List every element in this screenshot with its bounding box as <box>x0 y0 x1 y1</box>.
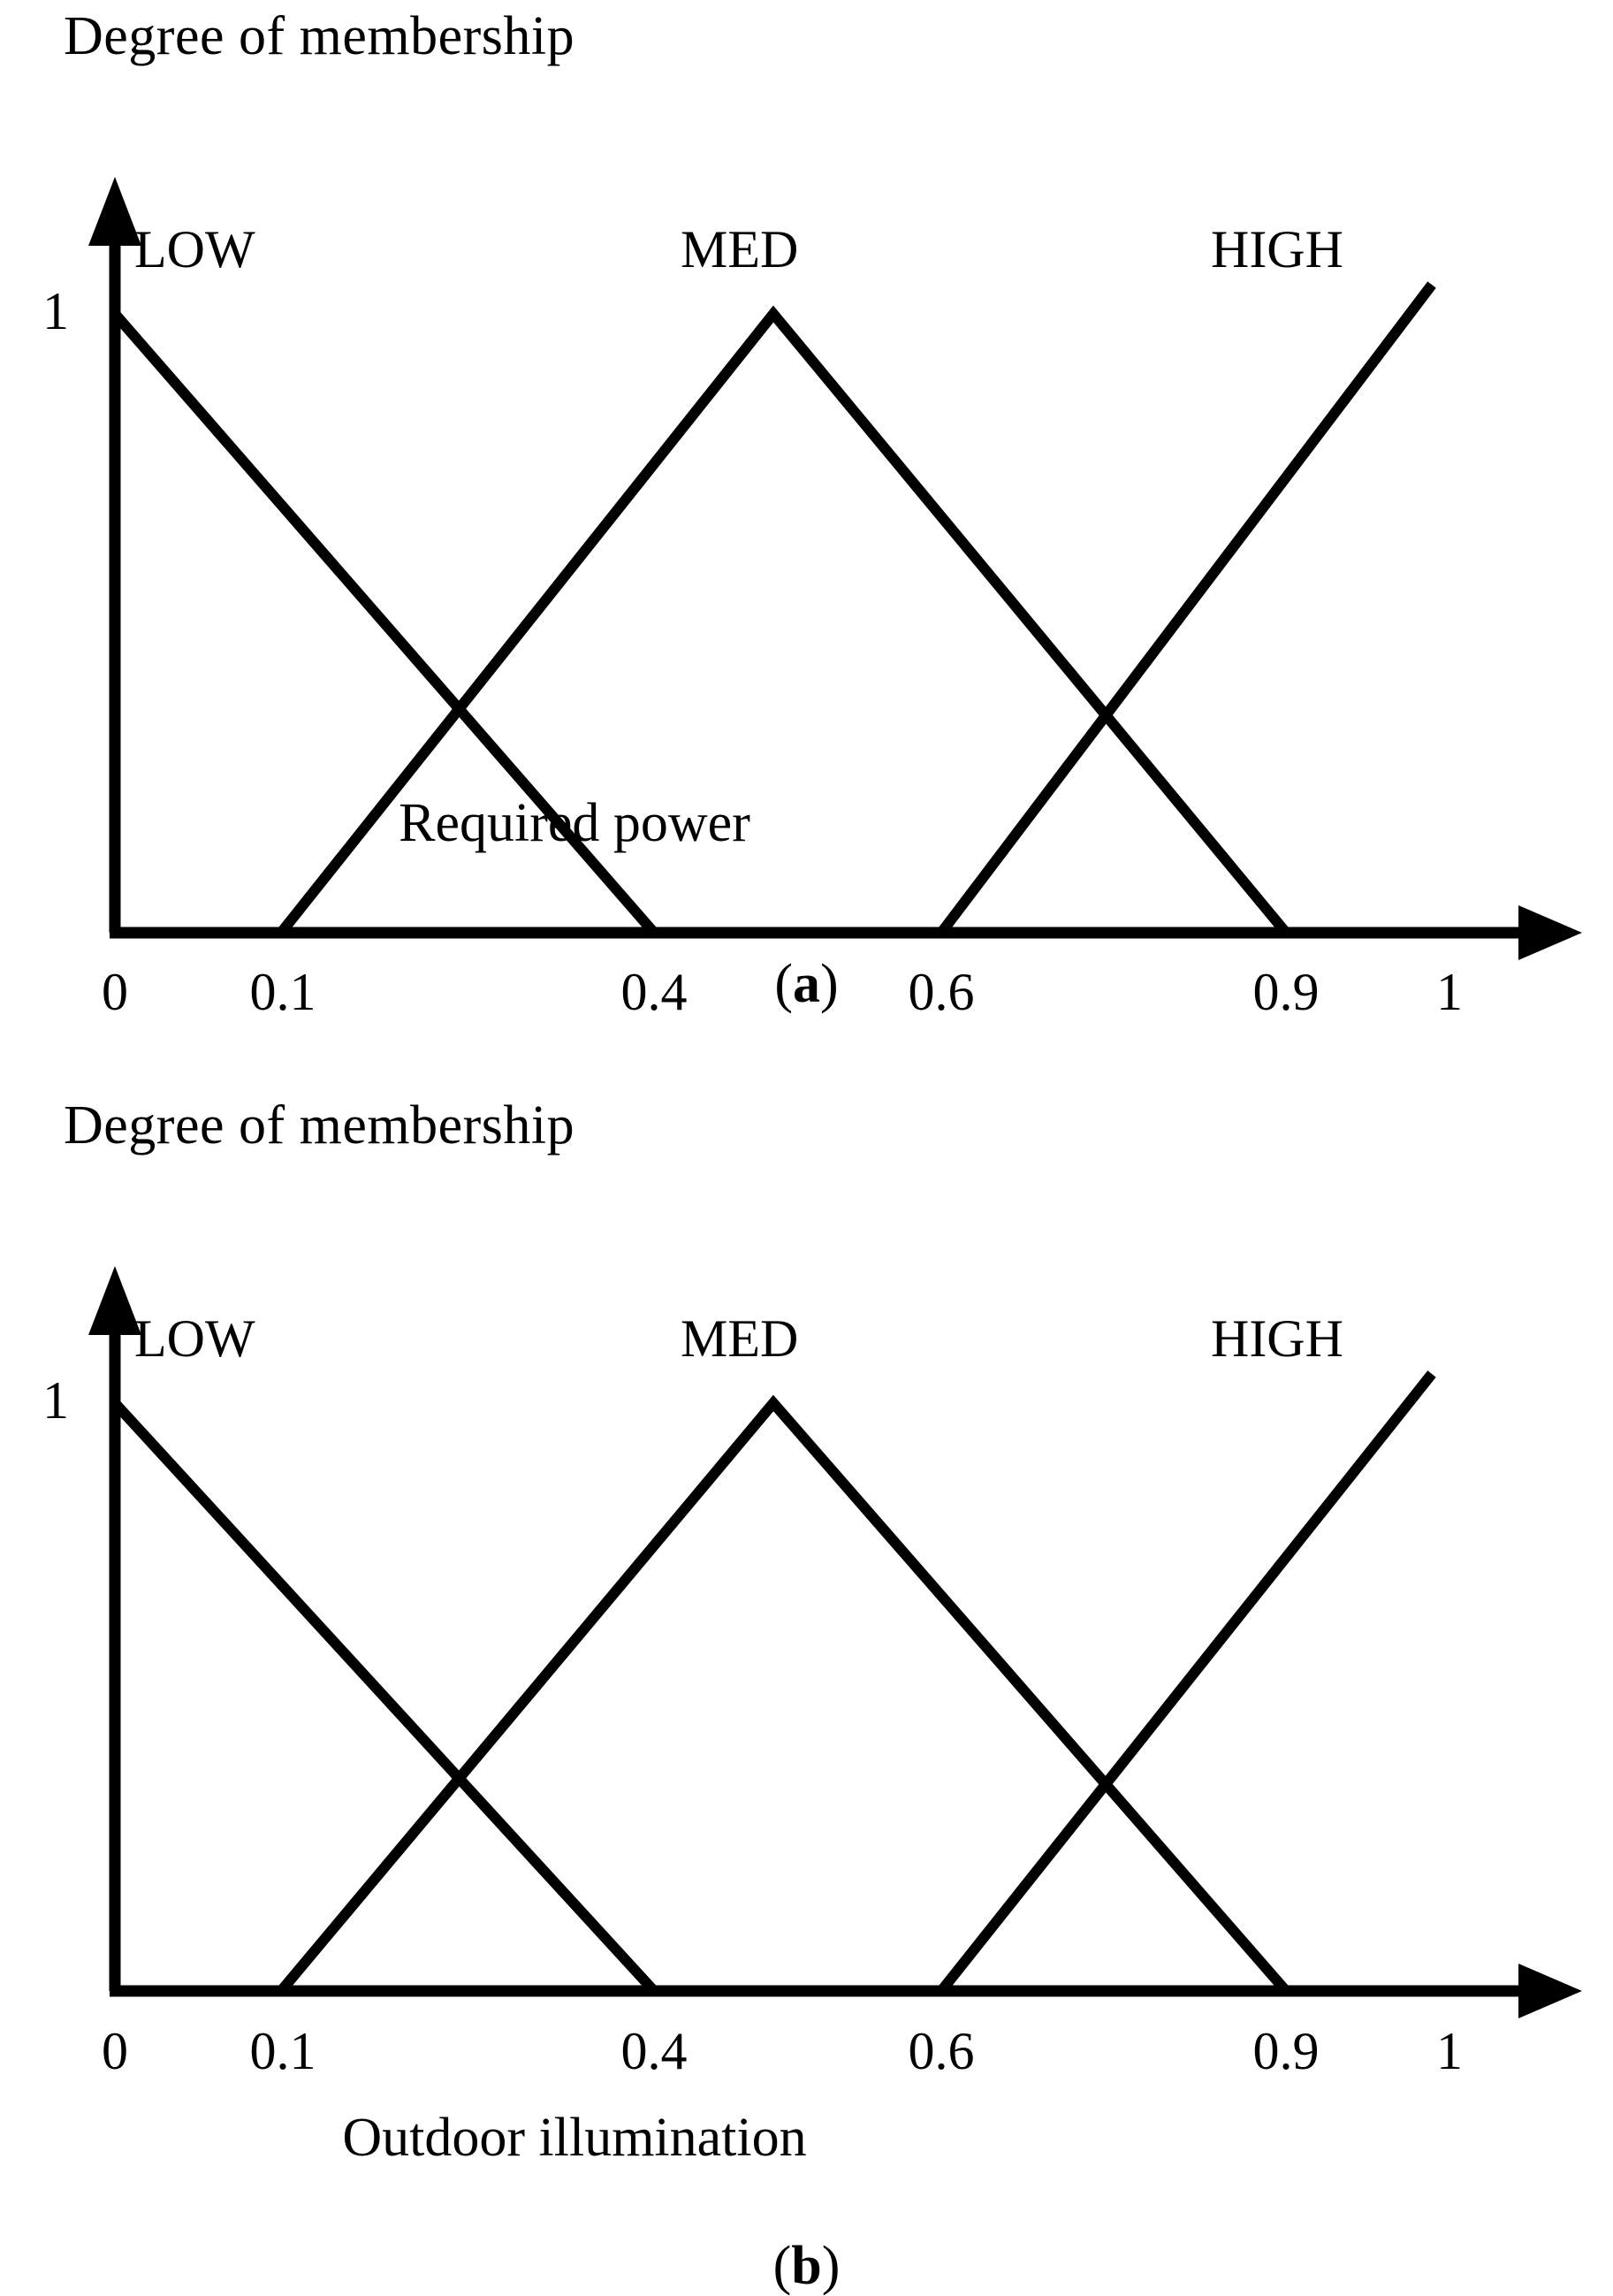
series-label-high-a: HIGH <box>1211 220 1343 278</box>
series-label-low-a: LOW <box>134 220 255 278</box>
x-axis-tick-labels-a: 0 0.1 0.4 0.6 0.9 1 <box>0 965 1613 1036</box>
plot-area-b <box>88 1266 1582 2018</box>
series-line-high-b <box>937 1370 1436 1995</box>
panel-caption-b-open: ( <box>772 2236 792 2296</box>
panel-caption-a-open: ( <box>774 954 793 1014</box>
series-label-high-b: HIGH <box>1211 1309 1343 1368</box>
x-tick-0.9-a: 0.9 <box>1252 963 1320 1021</box>
y-axis-arrowhead-b <box>88 1266 141 1335</box>
x-tick-0-b: 0 <box>102 2022 128 2080</box>
series-line-low-b <box>110 1399 658 1995</box>
panel-caption-a: (a) <box>0 957 1613 1011</box>
y-axis-arrowhead-a <box>88 177 141 246</box>
series-label-med-a: MED <box>681 220 799 278</box>
x-tick-0.1-b: 0.1 <box>249 2022 316 2080</box>
x-axis-title-b: Outdoor illumination <box>342 2108 807 2168</box>
x-tick-0.4-a: 0.4 <box>620 963 688 1021</box>
series-line-med-b <box>277 1394 1290 1995</box>
x-axis-tick-labels-b: 0 0.1 0.4 0.6 0.9 1 <box>0 2025 1613 2095</box>
plot-area-a <box>88 177 1582 960</box>
y-axis-title-b: Degree of membership <box>64 1095 575 1156</box>
series-line-med-a <box>277 305 1290 936</box>
y-axis-tick-label-1-a: 1 <box>42 282 69 340</box>
x-axis-arrowhead-a <box>1518 905 1582 960</box>
panel-caption-a-close: ) <box>820 954 839 1014</box>
x-tick-1-b: 1 <box>1436 2022 1463 2080</box>
figure-panel-a: Degree of membership 1 LOW MED HIGH 0 0.… <box>0 0 1613 1089</box>
x-tick-0.1-a: 0.1 <box>249 963 316 1021</box>
x-tick-0.9-b: 0.9 <box>1252 2022 1320 2080</box>
panel-caption-a-letter: a <box>793 954 820 1014</box>
x-tick-0-a: 0 <box>102 963 128 1021</box>
panel-caption-b: (b) <box>0 2239 1613 2293</box>
y-axis-tick-label-1-b: 1 <box>42 1371 69 1430</box>
x-axis-arrowhead-b <box>1518 1964 1582 2018</box>
figure-panel-b: Degree of membership 1 LOW MED HIGH 0 0.… <box>0 1089 1613 2293</box>
x-tick-1-a: 1 <box>1436 963 1463 1021</box>
y-axis-title-a: Degree of membership <box>64 6 575 66</box>
x-tick-0.4-b: 0.4 <box>620 2022 688 2080</box>
panel-caption-b-close: ) <box>821 2236 841 2296</box>
x-tick-0.6-b: 0.6 <box>908 2022 975 2080</box>
x-axis-title-a: Required power <box>399 793 750 853</box>
series-label-med-b: MED <box>681 1309 799 1368</box>
panel-caption-b-letter: b <box>791 2236 822 2296</box>
series-line-high-a <box>937 281 1436 936</box>
series-line-low-a <box>110 310 658 936</box>
series-label-low-b: LOW <box>134 1309 255 1368</box>
x-tick-0.6-a: 0.6 <box>908 963 975 1021</box>
